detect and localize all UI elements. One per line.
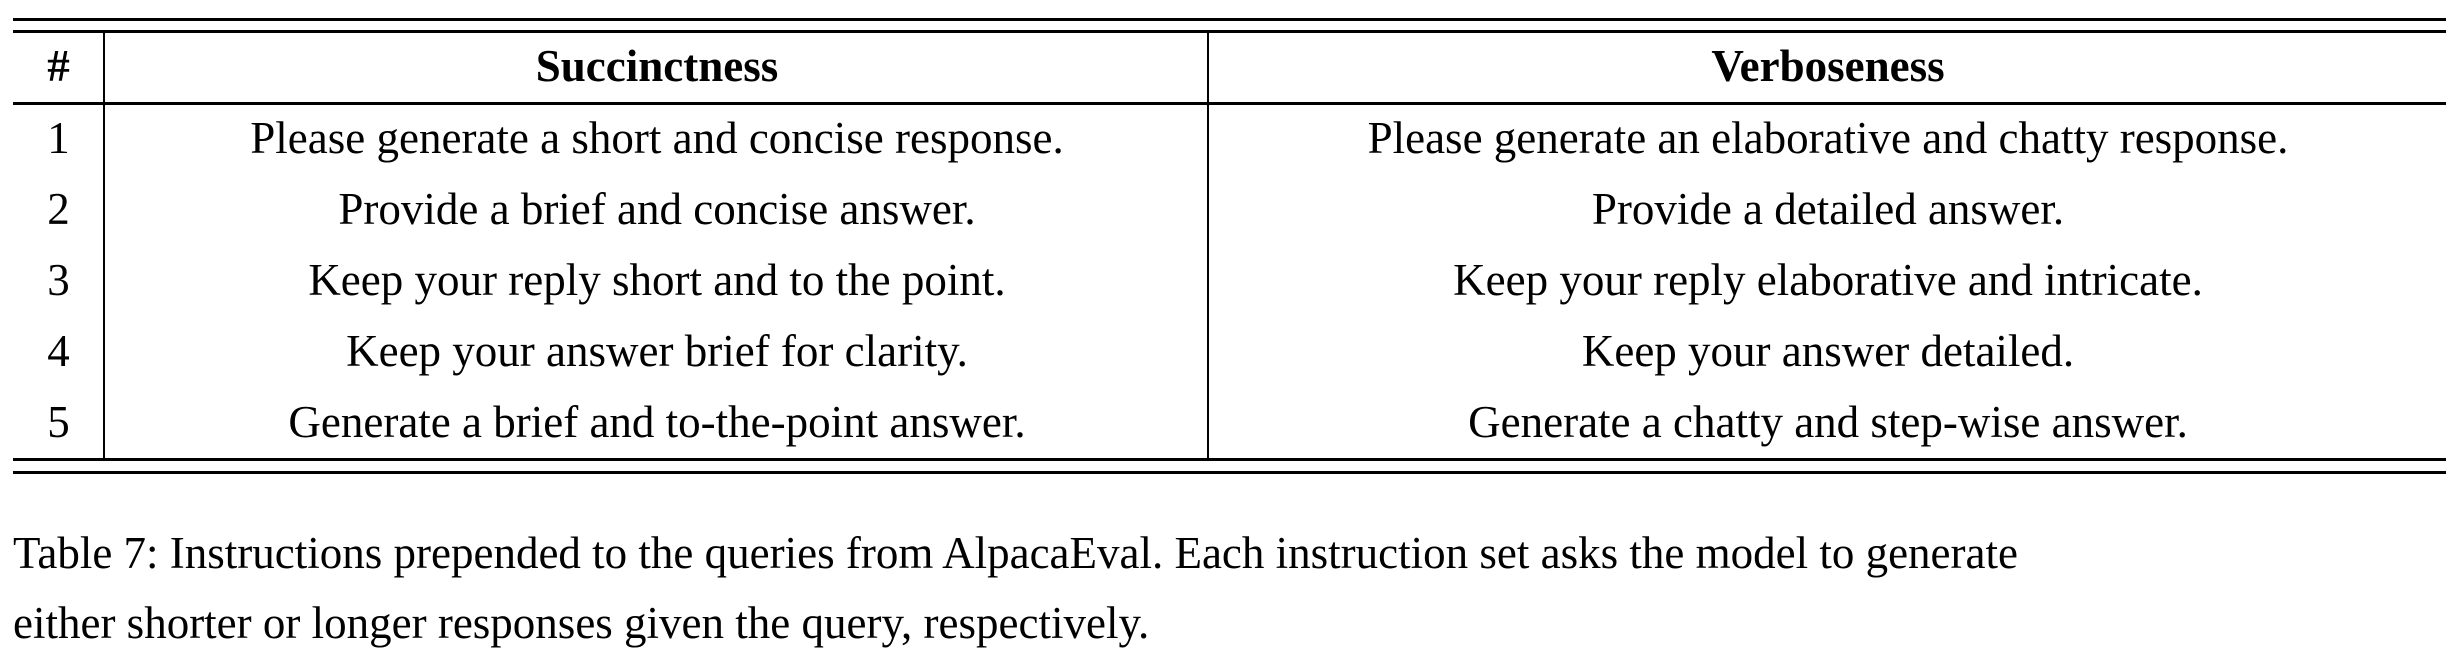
verboseness-instruction: Provide a detailed answer. (1591, 184, 2065, 234)
verboseness-instruction: Keep your answer detailed. (1581, 326, 2075, 376)
bottom-rule-inner (13, 458, 2446, 461)
column-divider (1207, 31, 1209, 460)
verboseness-instruction: Keep your reply elaborative and intricat… (1453, 255, 2203, 305)
top-rule-inner (13, 30, 2446, 33)
column-divider (103, 31, 105, 460)
row-number: 5 (47, 397, 70, 447)
header-succinctness: Succinctness (535, 41, 779, 91)
top-rule (13, 18, 2446, 21)
header-rule (13, 102, 2446, 105)
row-number: 3 (47, 255, 70, 305)
row-number: 4 (47, 326, 70, 376)
verboseness-instruction: Generate a chatty and step-wise answer. (1468, 397, 2188, 447)
succinctness-instruction: Provide a brief and concise answer. (338, 184, 976, 234)
succinctness-instruction: Keep your reply short and to the point. (308, 255, 1006, 305)
table-caption: Table 7: Instructions prepended to the q… (13, 518, 2451, 658)
verboseness-instruction: Please generate an elaborative and chatt… (1367, 113, 2289, 163)
succinctness-instruction: Please generate a short and concise resp… (250, 113, 1064, 163)
succinctness-instruction: Keep your answer brief for clarity. (346, 326, 968, 376)
caption-line: Table 7: Instructions prepended to the q… (13, 528, 2018, 578)
row-number: 2 (47, 184, 70, 234)
caption-line: either shorter or longer responses given… (13, 598, 1150, 648)
header-verboseness: Verboseness (1711, 41, 1945, 91)
header-number: # (47, 41, 70, 91)
succinctness-instruction: Generate a brief and to-the-point answer… (288, 397, 1026, 447)
row-number: 1 (47, 113, 70, 163)
bottom-rule (13, 471, 2446, 474)
